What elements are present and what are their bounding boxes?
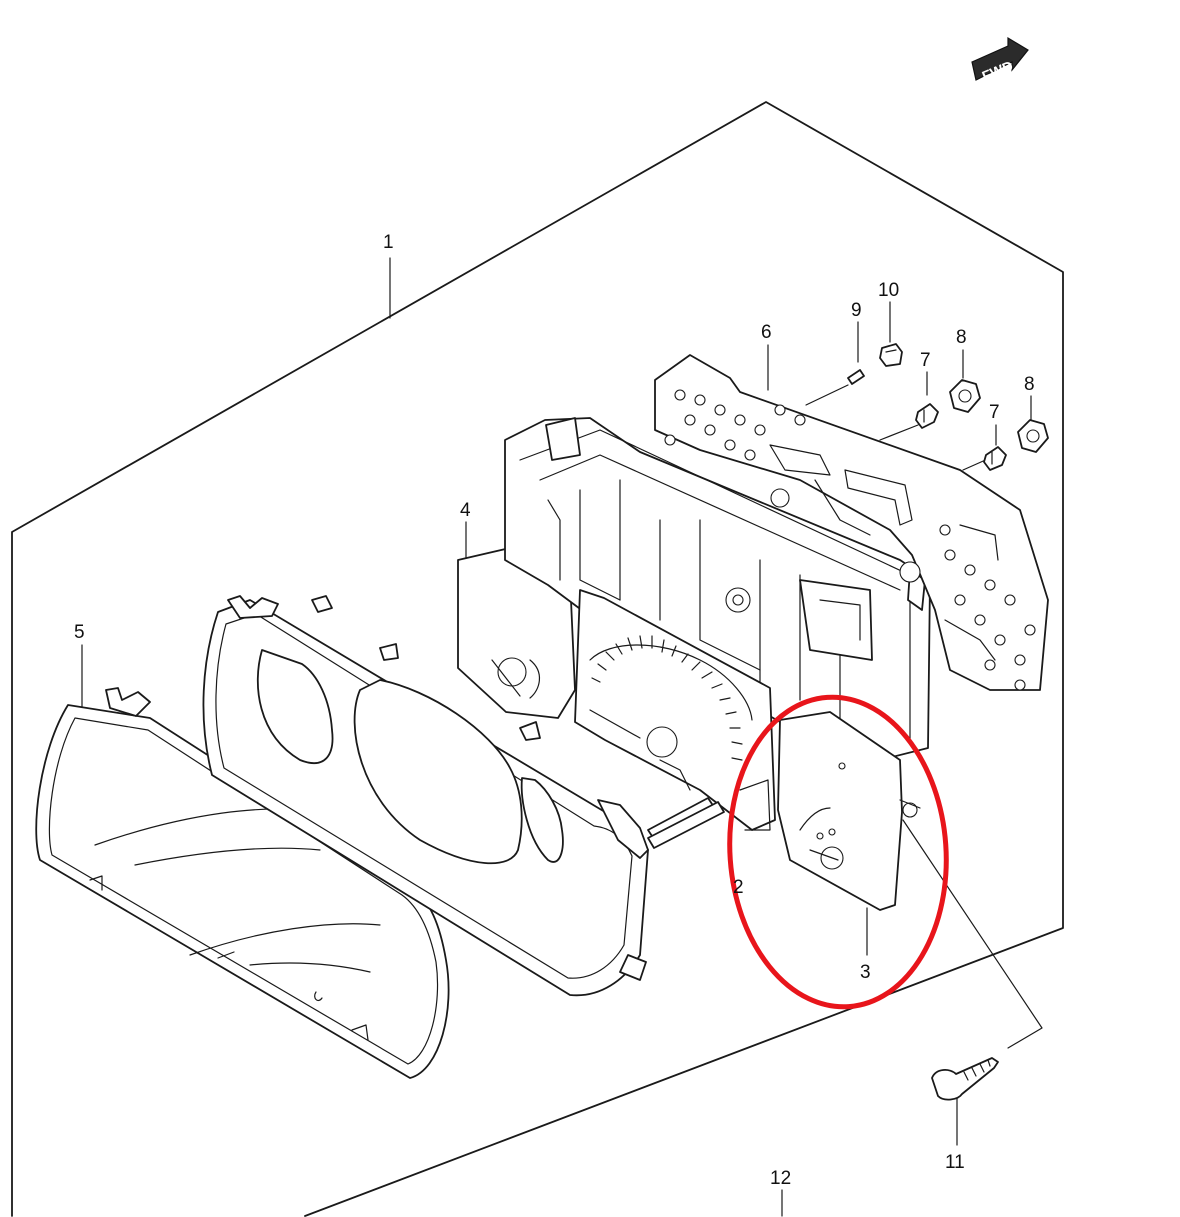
speedometer-dial-part — [574, 589, 776, 849]
callout-2: 2 — [733, 877, 744, 898]
fwd-arrow-icon: FWD — [971, 36, 1029, 84]
screw-part — [931, 1057, 999, 1101]
callout-7-upper: 7 — [920, 350, 931, 371]
pin-part — [847, 369, 865, 385]
callout-1: 1 — [383, 232, 394, 253]
callout-10: 10 — [878, 280, 899, 301]
callout-11: 11 — [945, 1152, 965, 1173]
callout-12: 12 — [770, 1168, 791, 1189]
assembly-outline — [11, 101, 1064, 1217]
callout-8-lower: 8 — [1024, 374, 1035, 395]
bulb-part-upper — [915, 403, 939, 429]
highlight-ring — [727, 694, 949, 1010]
case-part — [202, 595, 717, 997]
small-gauge-plate-part — [777, 711, 921, 911]
callout-6: 6 — [761, 322, 772, 343]
bulb-socket-part-upper — [949, 379, 981, 413]
callout-8-upper: 8 — [956, 327, 967, 348]
callout-7-lower: 7 — [989, 402, 1000, 423]
bulb-part-lower — [983, 446, 1007, 471]
circuit-board-part — [654, 354, 1049, 691]
callout-5: 5 — [74, 622, 85, 643]
bulb-socket-part-lower — [1017, 419, 1049, 453]
small-socket-part — [879, 343, 903, 367]
callout-9: 9 — [851, 300, 862, 321]
callout-4: 4 — [460, 500, 471, 521]
callout-3: 3 — [860, 962, 871, 983]
